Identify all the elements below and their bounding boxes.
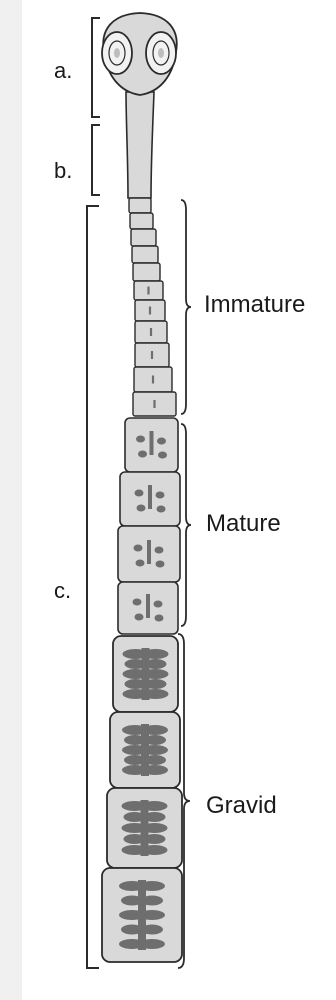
gravid-branch-right-1-4: [145, 679, 167, 689]
label-immature: Immature: [204, 291, 305, 319]
mature-gonad-1-1: [136, 436, 145, 443]
gravid-branch-right-1-5: [143, 689, 169, 699]
sucker-center-1: [114, 48, 120, 58]
gravid-branch-left-3-4: [124, 834, 146, 844]
mature-uterus-2: [148, 485, 152, 509]
mature-gonad-4-2: [154, 601, 163, 608]
label-b: b.: [54, 158, 72, 184]
gravid-branch-right-1-2: [145, 659, 167, 669]
left-brackets: [87, 18, 100, 968]
gravid-branch-right-2-1: [142, 725, 168, 735]
gravid-branch-right-1-3: [143, 669, 169, 679]
gravid-branch-right-4-4: [141, 925, 163, 935]
gravid-branch-right-1-1: [143, 649, 169, 659]
mature-gonad-1-2: [157, 438, 166, 445]
gravid-branch-right-2-2: [144, 735, 166, 745]
gravid-branch-left-2-2: [124, 735, 146, 745]
gravid-branch-right-3-5: [142, 845, 168, 855]
gravid-branch-right-3-2: [144, 812, 166, 822]
immature-segment-2: [130, 213, 153, 229]
bracket-b: [92, 125, 100, 195]
gravid-branch-left-3-2: [124, 812, 146, 822]
bracket-a: [92, 18, 100, 117]
gravid-branch-right-4-1: [139, 881, 165, 891]
mature-gonad-3-3: [136, 560, 145, 567]
gravid-branch-right-2-5: [142, 765, 168, 775]
gravid-branch-left-1-4: [125, 679, 147, 689]
page-shadow: [0, 0, 22, 1000]
mature-gonad-2-1: [135, 490, 144, 497]
gravid-branch-right-2-4: [144, 755, 166, 765]
immature-segment-3: [131, 229, 156, 246]
bracket-c: [87, 206, 99, 968]
mature-uterus-4: [146, 594, 150, 618]
mature-gonad-2-3: [137, 505, 146, 512]
mature-gonad-4-1: [133, 599, 142, 606]
immature-segment-1: [129, 198, 151, 213]
gravid-branch-left-1-2: [125, 659, 147, 669]
gravid-branch-right-4-2: [141, 896, 163, 906]
mature-gonad-4-3: [135, 614, 144, 621]
mature-gonad-4-4: [155, 615, 164, 622]
gravid-branch-right-2-3: [142, 745, 168, 755]
gravid-branch-right-4-3: [139, 910, 165, 920]
label-gravid: Gravid: [206, 792, 277, 820]
brace-mature: [181, 424, 191, 626]
gravid-branch-right-3-3: [142, 823, 168, 833]
mature-uterus-3: [147, 540, 151, 564]
immature-segment-5: [133, 263, 160, 281]
label-a: a.: [54, 58, 72, 84]
mature-gonad-2-4: [157, 506, 166, 513]
sucker-center-2: [158, 48, 164, 58]
mature-gonad-1-4: [158, 452, 167, 459]
immature-segment-4: [132, 246, 158, 263]
brace-immature: [181, 200, 191, 414]
gravid-branch-left-4-2: [121, 896, 143, 906]
label-c: c.: [54, 578, 71, 604]
gravid-branch-right-4-5: [139, 939, 165, 949]
label-mature: Mature: [206, 510, 281, 538]
mature-gonad-1-3: [138, 451, 147, 458]
gravid-branch-right-3-4: [144, 834, 166, 844]
gravid-branch-left-2-4: [124, 755, 146, 765]
gravid-branch-right-3-1: [142, 801, 168, 811]
mature-uterus-1: [150, 431, 154, 455]
mature-gonad-2-2: [156, 492, 165, 499]
neck: [126, 92, 154, 198]
gravid-branch-left-4-4: [121, 925, 143, 935]
mature-gonad-3-4: [156, 561, 165, 568]
mature-gonad-3-1: [134, 545, 143, 552]
tapeworm-body: [102, 13, 182, 962]
mature-gonad-3-2: [155, 547, 164, 554]
